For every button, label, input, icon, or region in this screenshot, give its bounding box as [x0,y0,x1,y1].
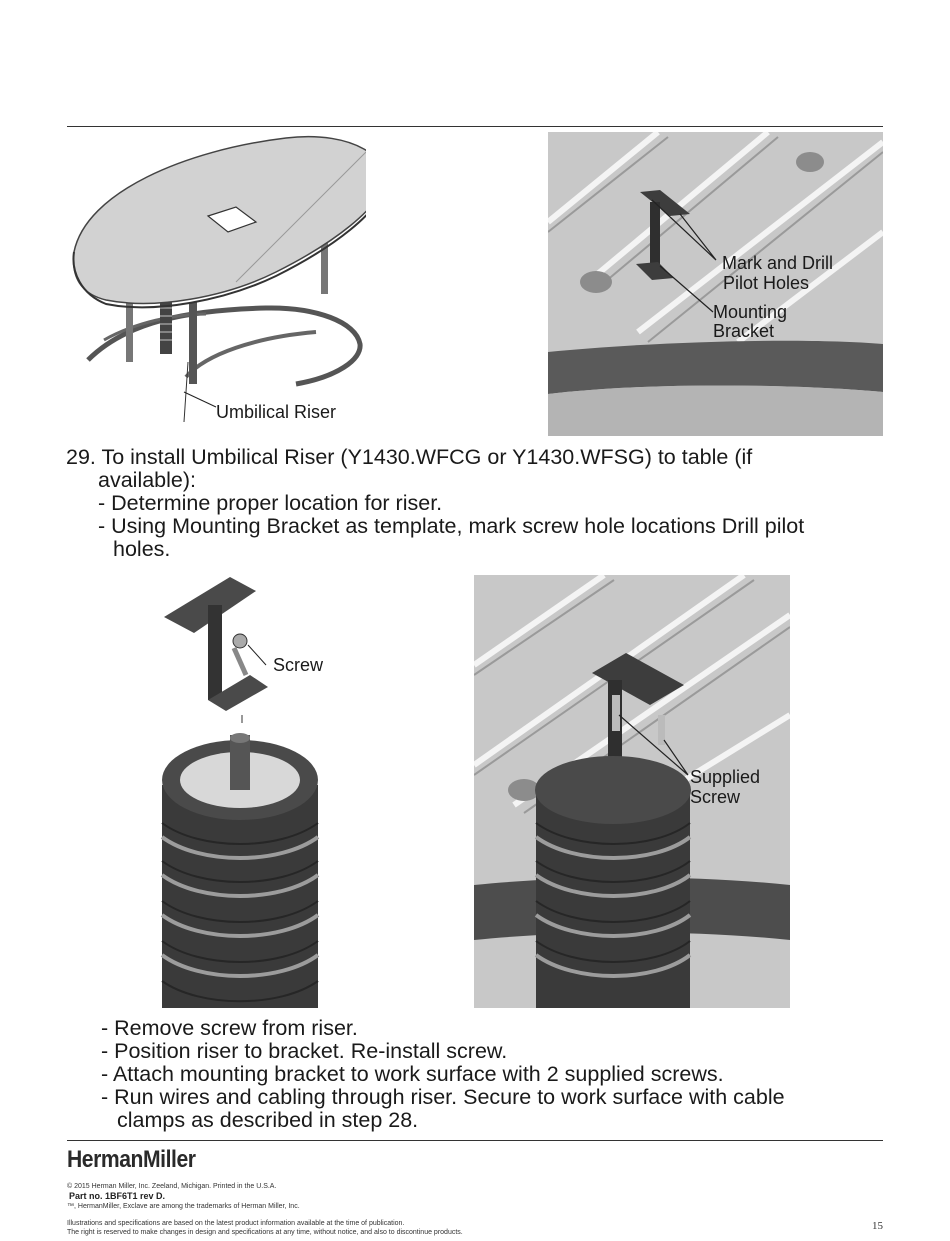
mark-drill-label-1: Mark and Drill [722,253,834,273]
header-rule [67,126,883,127]
footer-rule [67,1140,883,1141]
supplied-screw-label-1: Supplied [690,767,761,787]
mark-drill-label-2: Pilot Holes [723,273,810,293]
hermanmiller-logo: HermanMiller [67,1146,196,1173]
step-line-5: holes. [113,537,171,561]
installation-instructions: - Remove screw from riser. - Position ri… [101,1017,901,1132]
riser-screw-drawing [160,577,320,1008]
step-line-2: available): [98,468,196,492]
screw-label: Screw [273,655,324,675]
step-line-3: - Determine proper location for riser. [98,491,443,515]
page-number: 15 [872,1220,883,1232]
mounting-bracket-label-2: Bracket [713,321,775,341]
disclaimer-line-2: The right is reserved to make changes in… [67,1229,463,1236]
supplied-screw-label-2: Screw [690,787,741,807]
mounting-bracket-label-1: Mounting [713,302,788,322]
instruction-line-1: - Remove screw from riser. [101,1016,358,1040]
copyright-text: © 2015 Herman Miller, Inc. Zeeland, Mich… [67,1183,277,1190]
riser-screw-illustration [160,575,322,1008]
step-line-1: 29. To install Umbilical Riser (Y1430.WF… [66,445,753,469]
table-drawing [72,136,366,423]
umbilical-riser-label: Umbilical Riser [216,402,337,422]
installed-riser-illustration [474,575,790,1008]
table-illustration [66,132,366,428]
disclaimer-line-1: Illustrations and specifications are bas… [67,1220,405,1227]
instruction-line-4: - Run wires and cabling through riser. S… [101,1085,785,1109]
step-29-text: 29. To install Umbilical Riser (Y1430.WF… [66,446,896,561]
trademark-text: ™, HermanMiller, Exclave are among the t… [67,1203,300,1210]
part-number: Part no. 1BF6T1 rev D. [69,1191,166,1201]
instruction-line-3: - Attach mounting bracket to work surfac… [101,1062,724,1086]
bracket-closeup-drawing [548,132,883,436]
bracket-closeup-illustration [548,132,883,436]
step-line-4: - Using Mounting Bracket as template, ma… [98,514,805,538]
instruction-line-5: clamps as described in step 28. [117,1108,419,1132]
instruction-line-2: - Position riser to bracket. Re-install … [101,1039,508,1063]
installed-riser-drawing [474,575,790,1008]
